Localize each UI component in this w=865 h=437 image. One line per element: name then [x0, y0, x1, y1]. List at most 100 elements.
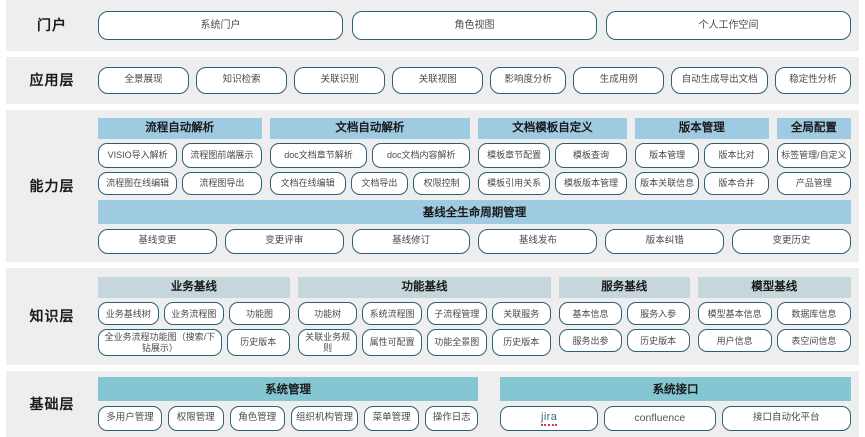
application-button-row: 全景展现 知识检索 关联识别 关联视图 影响度分析 生成用例 自动生成导出文档 …: [98, 67, 851, 94]
strip-btn-baseline-change[interactable]: 基线变更: [98, 229, 217, 255]
layer-label-application: 应用层: [29, 72, 75, 89]
strip-btn-version-correction[interactable]: 版本纠错: [605, 229, 725, 255]
group-cells-service-baseline: 基本信息 服务入参 服务出参 历史版本: [559, 302, 690, 353]
know-btn-history-version-business[interactable]: 历史版本: [226, 329, 290, 356]
app-button-impact-analysis[interactable]: 影响度分析: [490, 67, 567, 94]
cap-btn-visio-import[interactable]: VISIO导入解析: [98, 143, 178, 169]
know-btn-tablespace-info[interactable]: 表空间信息: [776, 329, 851, 353]
cell-row: 业务基线树 业务流程图 功能图: [98, 302, 290, 326]
layer-label-foundation: 基础层: [29, 395, 75, 412]
cell-row: 版本关联信息 版本合并: [634, 172, 769, 196]
group-title-doc-parse: 文档自动解析: [269, 117, 471, 140]
group-title-global-config: 全局配置: [776, 117, 851, 140]
found-btn-multi-user-mgmt[interactable]: 多用户管理: [98, 406, 162, 431]
know-btn-attribute-configurable[interactable]: 属性可配置: [362, 329, 422, 356]
know-btn-basic-info[interactable]: 基本信息: [559, 302, 622, 326]
found-btn-jira[interactable]: jira: [500, 406, 599, 431]
knowledge-group-row: 业务基线 业务基线树 业务流程图 功能图 全业务流程功能图（搜索/下钻展示） 历…: [98, 277, 851, 356]
cell-row: 标签管理/自定义: [776, 143, 851, 169]
know-btn-subprocess-mgmt[interactable]: 子流程管理: [426, 302, 487, 326]
layer-foundation: 基础层 系统管理 多用户管理 权限管理 角色管理 组织机构管理 菜单管理 操作日…: [6, 371, 859, 437]
cell-row: 功能树 系统流程图 子流程管理 关联服务: [297, 302, 552, 326]
found-btn-org-structure-mgmt[interactable]: 组织机构管理: [291, 406, 358, 431]
portal-button-system[interactable]: 系统门户: [98, 11, 343, 40]
strip-btn-baseline-release[interactable]: 基线发布: [478, 229, 598, 255]
layer-application: 应用层 全景展现 知识检索 关联识别 关联视图 影响度分析 生成用例 自动生成导…: [6, 57, 859, 104]
strip-btn-change-history[interactable]: 变更历史: [732, 229, 851, 255]
group-title-function-baseline: 功能基线: [297, 277, 552, 299]
cap-btn-doc-chapter-parse[interactable]: doc文档章节解析: [269, 143, 368, 169]
know-btn-history-version-function[interactable]: 历史版本: [491, 329, 552, 356]
layer-label-knowledge: 知识层: [29, 308, 75, 325]
know-btn-database-info[interactable]: 数据库信息: [776, 302, 851, 326]
know-btn-business-flow-chart[interactable]: 业务流程图: [163, 302, 225, 326]
app-button-relation-view[interactable]: 关联视图: [392, 67, 484, 94]
portal-button-row: 系统门户 角色视图 个人工作空间: [98, 11, 851, 40]
know-btn-full-business-flow-function-chart[interactable]: 全业务流程功能图（搜索/下钻展示）: [98, 329, 222, 356]
app-button-panorama[interactable]: 全景展现: [98, 67, 190, 94]
cap-btn-permission-control[interactable]: 权限控制: [413, 172, 471, 196]
strip-btn-change-review[interactable]: 变更评审: [224, 229, 344, 255]
cap-btn-template-chapter-config[interactable]: 模板章节配置: [478, 143, 551, 169]
app-button-auto-export-doc[interactable]: 自动生成导出文档: [671, 67, 768, 94]
cap-btn-version-compare[interactable]: 版本比对: [704, 143, 769, 169]
strip-btn-baseline-revision[interactable]: 基线修订: [351, 229, 471, 255]
knowledge-group-service-baseline: 服务基线 基本信息 服务入参 服务出参 历史版本: [559, 277, 690, 356]
group-cells-version: 版本管理 版本比对 版本关联信息 版本合并: [634, 143, 769, 196]
cap-btn-tag-mgmt-custom[interactable]: 标签管理/自定义: [776, 143, 851, 169]
foundation-title-system-mgmt: 系统管理: [98, 377, 479, 401]
portal-button-role-view[interactable]: 角色视图: [352, 11, 597, 40]
capability-group-doc-template: 文档模板自定义 模板章节配置 模板查询 模板引用关系 模板版本管理: [478, 117, 627, 196]
know-btn-history-version-service[interactable]: 历史版本: [626, 329, 690, 353]
cap-btn-version-relation-info[interactable]: 版本关联信息: [634, 172, 700, 196]
cap-btn-flow-export[interactable]: 流程图导出: [182, 172, 262, 196]
app-button-generate-case[interactable]: 生成用例: [573, 67, 665, 94]
found-btn-interface-automation-platform[interactable]: 接口自动化平台: [721, 406, 851, 431]
found-btn-menu-mgmt[interactable]: 菜单管理: [363, 406, 420, 431]
layer-body-application: 全景展现 知识检索 关联识别 关联视图 影响度分析 生成用例 自动生成导出文档 …: [98, 67, 851, 94]
portal-button-personal-workspace[interactable]: 个人工作空间: [606, 11, 851, 40]
cap-btn-doc-online-edit[interactable]: 文档在线编辑: [269, 172, 346, 196]
know-btn-business-baseline-tree[interactable]: 业务基线树: [98, 302, 159, 326]
cap-btn-version-merge[interactable]: 版本合并: [704, 172, 769, 196]
cell-row: 模板章节配置 模板查询: [478, 143, 627, 169]
cell-row: VISIO导入解析 流程图前端展示: [98, 143, 262, 169]
cap-btn-product-mgmt[interactable]: 产品管理: [776, 172, 851, 196]
know-btn-system-flow-chart[interactable]: 系统流程图: [362, 302, 422, 326]
knowledge-group-model-baseline: 模型基线 模型基本信息 数据库信息 用户信息 表空间信息: [697, 277, 851, 356]
group-title-model-baseline: 模型基线: [697, 277, 851, 299]
know-btn-service-input-param[interactable]: 服务入参: [626, 302, 690, 326]
app-button-stability-analysis[interactable]: 稳定性分析: [774, 67, 851, 94]
know-btn-service-output-param[interactable]: 服务出参: [559, 329, 622, 353]
cell-row: 全业务流程功能图（搜索/下钻展示） 历史版本: [98, 329, 290, 356]
app-button-knowledge-search[interactable]: 知识检索: [196, 67, 288, 94]
layer-body-portal: 系统门户 角色视图 个人工作空间: [98, 11, 851, 40]
found-btn-operation-log[interactable]: 操作日志: [425, 406, 479, 431]
app-button-relation-identify[interactable]: 关联识别: [294, 67, 386, 94]
capability-group-process-parse: 流程自动解析 VISIO导入解析 流程图前端展示 流程图在线编辑 流程图导出: [98, 117, 262, 196]
cap-btn-version-mgmt[interactable]: 版本管理: [634, 143, 700, 169]
cap-btn-template-query[interactable]: 模板查询: [555, 143, 627, 169]
layer-body-capability: 流程自动解析 VISIO导入解析 流程图前端展示 流程图在线编辑 流程图导出 文…: [98, 117, 851, 255]
know-btn-function-tree[interactable]: 功能树: [297, 302, 358, 326]
group-cells-process-parse: VISIO导入解析 流程图前端展示 流程图在线编辑 流程图导出: [98, 143, 262, 196]
cap-btn-doc-export[interactable]: 文档导出: [350, 172, 409, 196]
cell-row: 产品管理: [776, 172, 851, 196]
found-btn-permission-mgmt[interactable]: 权限管理: [167, 406, 224, 431]
cap-btn-flow-online-edit[interactable]: 流程图在线编辑: [98, 172, 178, 196]
know-btn-function-chart[interactable]: 功能图: [229, 302, 290, 326]
group-title-business-baseline: 业务基线: [98, 277, 290, 299]
cap-btn-flow-frontend-display[interactable]: 流程图前端展示: [182, 143, 262, 169]
capability-group-row: 流程自动解析 VISIO导入解析 流程图前端展示 流程图在线编辑 流程图导出 文…: [98, 117, 851, 196]
know-btn-function-panorama[interactable]: 功能全景图: [426, 329, 487, 356]
found-btn-role-mgmt[interactable]: 角色管理: [229, 406, 286, 431]
know-btn-user-info[interactable]: 用户信息: [697, 329, 772, 353]
strip-title-baseline-lifecycle: 基线全生命周期管理: [98, 200, 851, 225]
cap-btn-template-reference[interactable]: 模板引用关系: [478, 172, 551, 196]
know-btn-related-service[interactable]: 关联服务: [491, 302, 552, 326]
know-btn-related-business-rule[interactable]: 关联业务规则: [297, 329, 358, 356]
cap-btn-doc-content-parse[interactable]: doc文档内容解析: [372, 143, 471, 169]
found-btn-confluence[interactable]: confluence: [604, 406, 716, 431]
know-btn-model-basic-info[interactable]: 模型基本信息: [697, 302, 772, 326]
cap-btn-template-version-mgmt[interactable]: 模板版本管理: [555, 172, 627, 196]
